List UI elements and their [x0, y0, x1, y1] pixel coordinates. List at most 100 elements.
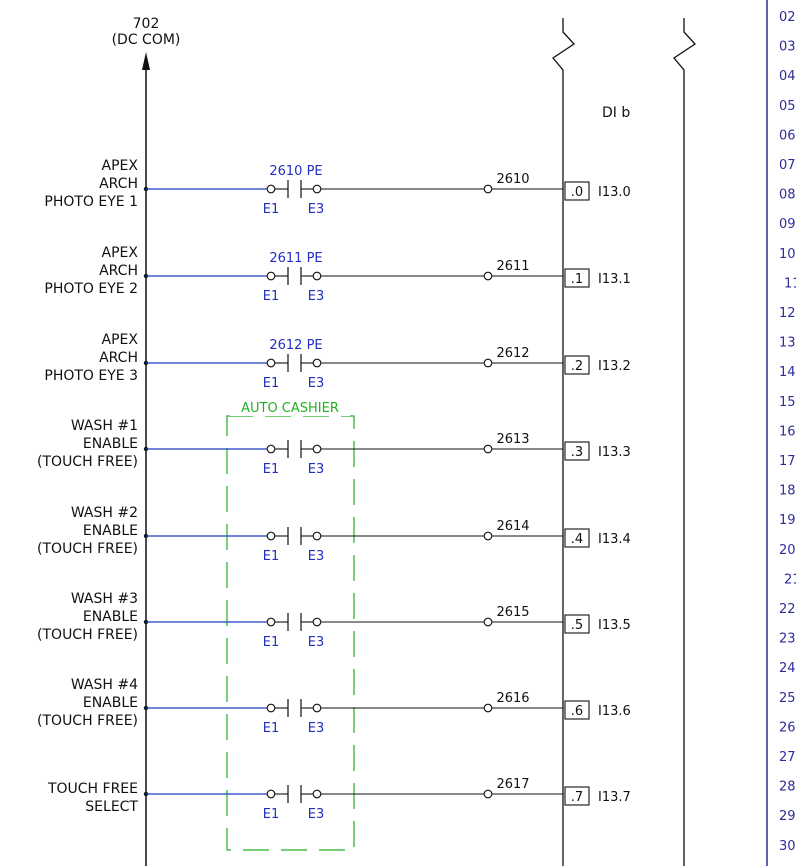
rung-description-line: WASH #4 — [71, 677, 138, 693]
rung-number: 21 — [784, 572, 796, 587]
rung-number: 03 — [779, 40, 796, 55]
wire-terminal — [483, 444, 493, 454]
wire-terminal — [483, 271, 493, 281]
terminal-box — [564, 786, 590, 806]
rung-description-line: APEX — [102, 332, 139, 348]
wire-number: 2612 — [496, 346, 529, 361]
terminal-id-e3: E3 — [308, 202, 325, 217]
wire-terminal — [483, 531, 493, 541]
rung-number: 25 — [779, 691, 796, 706]
rung-description-line: SELECT — [85, 799, 138, 815]
wire-number: 2614 — [496, 519, 529, 534]
terminal-box — [564, 614, 590, 634]
rung-number: 20 — [779, 543, 796, 558]
terminal-id-e1: E1 — [263, 202, 280, 217]
rung-number: 10 — [779, 247, 796, 262]
rung-description-line: ARCH — [99, 350, 138, 366]
rung-number: 14 — [779, 365, 796, 380]
terminal-id-e1: E1 — [263, 376, 280, 391]
rung-number: 30 — [779, 839, 796, 854]
device-tag: 2612 PE — [269, 338, 322, 353]
terminal-id-e1: E1 — [263, 721, 280, 736]
rung-number: 15 — [779, 395, 796, 410]
rung-number: 23 — [779, 632, 796, 647]
wire-number: 2616 — [496, 691, 529, 706]
terminal-id-e3: E3 — [308, 289, 325, 304]
contact-terminal-e1 — [266, 703, 276, 713]
terminal-id-e3: E3 — [308, 376, 325, 391]
wire-terminal — [483, 789, 493, 799]
wire-terminal — [483, 703, 493, 713]
auto-cashier-label-bg — [230, 400, 350, 416]
rung-description-line: WASH #1 — [71, 418, 138, 434]
contact-terminal-e1 — [266, 531, 276, 541]
rung-number: 16 — [779, 424, 796, 439]
terminal-box — [564, 268, 590, 288]
terminal-id-e1: E1 — [263, 549, 280, 564]
terminal-number: .0 — [571, 185, 583, 200]
input-address: I13.2 — [598, 359, 631, 374]
terminal-box — [564, 700, 590, 720]
contact-terminal-e3 — [312, 703, 322, 713]
terminal-id-e1: E1 — [263, 289, 280, 304]
rung-number: 18 — [779, 484, 796, 499]
contact-terminal-e3 — [312, 184, 322, 194]
rung-number: 11 — [784, 276, 796, 291]
terminal-box — [564, 181, 590, 201]
terminal-box — [564, 528, 590, 548]
input-address: I13.0 — [598, 185, 631, 200]
rung-description-line: WASH #3 — [71, 591, 138, 607]
terminal-box — [564, 355, 590, 375]
terminal-number: .5 — [571, 618, 583, 633]
terminal-id-e1: E1 — [263, 807, 280, 822]
terminal-number: .7 — [571, 790, 583, 805]
rung-number: 17 — [779, 454, 796, 469]
contact-terminal-e1 — [266, 184, 276, 194]
rung-number: 29 — [779, 809, 796, 824]
wire-number: 2615 — [496, 605, 529, 620]
common-name: (DC COM) — [112, 32, 181, 48]
input-address: I13.6 — [598, 704, 631, 719]
contact-terminal-e1 — [266, 617, 276, 627]
rung-number: 05 — [779, 99, 796, 114]
rung-description-line: APEX — [102, 245, 139, 261]
rung-number: 08 — [779, 188, 796, 203]
input-address: I13.3 — [598, 445, 631, 460]
wire-number: 2613 — [496, 432, 529, 447]
rung-2: APEX ARCH PHOTO EYE 3 2612 PE E1 E3 2612 .2 I13.… — [44, 332, 630, 391]
rung-number: 02 — [779, 10, 796, 25]
contact-terminal-e3 — [312, 789, 322, 799]
rung-number: 06 — [779, 128, 796, 143]
rung-description-line: ARCH — [99, 263, 138, 279]
terminal-id-e3: E3 — [308, 721, 325, 736]
auto-cashier-label: AUTO CASHIER — [241, 401, 339, 416]
rung-description-line: PHOTO EYE 3 — [44, 368, 138, 384]
rung-description-line: (TOUCH FREE) — [37, 627, 138, 643]
contact-terminal-e1 — [266, 271, 276, 281]
rung-number: 19 — [779, 513, 796, 528]
terminal-number: .1 — [571, 272, 583, 287]
device-tag: 2610 PE — [269, 164, 322, 179]
terminal-number: .2 — [571, 359, 583, 374]
module-rail — [552, 18, 575, 866]
terminal-id-e1: E1 — [263, 462, 280, 477]
rung-number: 24 — [779, 661, 796, 676]
rung-description-line: (TOUCH FREE) — [37, 713, 138, 729]
terminal-id-e3: E3 — [308, 635, 325, 650]
module-label: DI b — [602, 105, 630, 121]
rung-number: 28 — [779, 780, 796, 795]
auto-cashier-box — [226, 415, 355, 851]
wire-terminal — [483, 617, 493, 627]
rung-number-column: 0203040506070809101112131415161718192021… — [779, 10, 796, 854]
rung-number: 07 — [779, 158, 796, 173]
rung-description-line: WASH #2 — [71, 505, 138, 521]
terminal-number: .3 — [571, 445, 583, 460]
terminal-id-e3: E3 — [308, 807, 325, 822]
rung-description-line: TOUCH FREE — [47, 781, 138, 797]
terminal-box — [564, 441, 590, 461]
